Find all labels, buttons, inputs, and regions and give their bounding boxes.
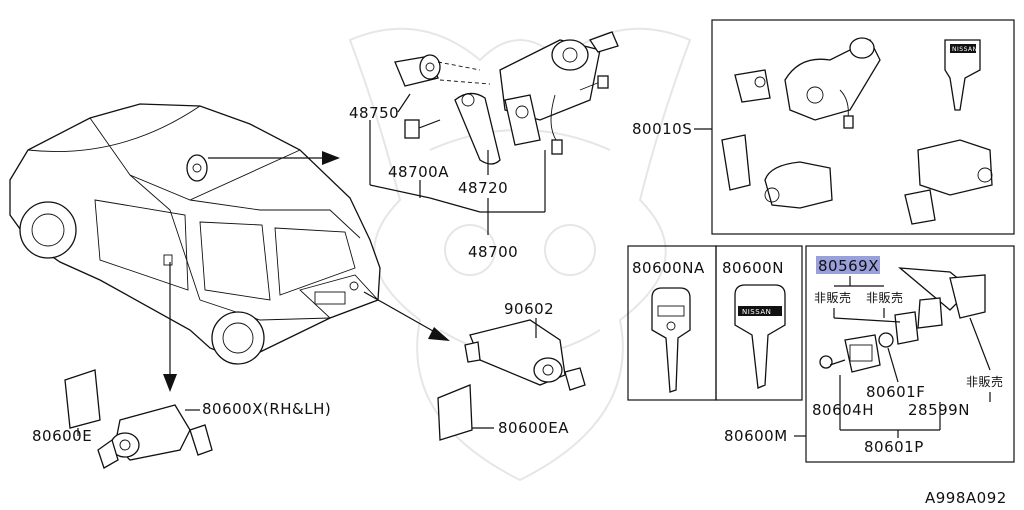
kit-80010s-box — [711, 19, 1015, 235]
kit-80600m-box — [805, 245, 1015, 463]
hatch-lock-parts — [437, 319, 586, 441]
label-48750: 48750 — [349, 104, 399, 122]
kit-80010s-parts: NISSAN — [721, 37, 993, 225]
label-80600e: 80600E — [32, 427, 92, 445]
label-80569x: 80569X — [818, 257, 879, 275]
label-80010s: 80010S — [632, 120, 692, 138]
door-lock-parts — [64, 369, 213, 469]
label-hanbai-3: 非販売 — [966, 374, 1004, 389]
callout-arrows — [163, 151, 450, 392]
part-80569x-highlight — [816, 256, 880, 274]
label-80600n: 80600N — [722, 259, 784, 277]
label-90602: 90602 — [504, 300, 554, 318]
key-box-80600n — [715, 245, 803, 401]
steering-lock-parts — [394, 31, 619, 165]
label-48700a: 48700A — [388, 163, 449, 181]
label-hanbai-2: 非販売 — [866, 290, 904, 305]
label-48720: 48720 — [458, 179, 508, 197]
key-80600n: NISSAN — [734, 284, 786, 389]
label-80601p: 80601P — [864, 438, 924, 456]
label-80600na: 80600NA — [632, 259, 705, 277]
label-28599n: 28599N — [908, 401, 970, 419]
key-brand-label: NISSAN — [952, 46, 978, 53]
key-80600na — [651, 287, 691, 393]
label-80600m: 80600M — [724, 427, 788, 445]
label-48700: 48700 — [468, 243, 518, 261]
kit-80600m-parts — [819, 267, 986, 373]
car-illustration — [9, 103, 381, 365]
label-80601f: 80601F — [866, 383, 925, 401]
label-80600ea: 80600EA — [498, 419, 569, 437]
label-80600x: 80600X(RH&LH) — [202, 400, 331, 418]
diagram-reference: A998A092 — [925, 489, 1007, 507]
steering-lock-leaders — [369, 93, 546, 235]
key-brand-label-2: NISSAN — [742, 308, 771, 316]
kit-80600m-leaders — [833, 276, 991, 438]
label-80604h: 80604H — [812, 401, 874, 419]
label-hanbai-1: 非販売 — [814, 290, 852, 305]
